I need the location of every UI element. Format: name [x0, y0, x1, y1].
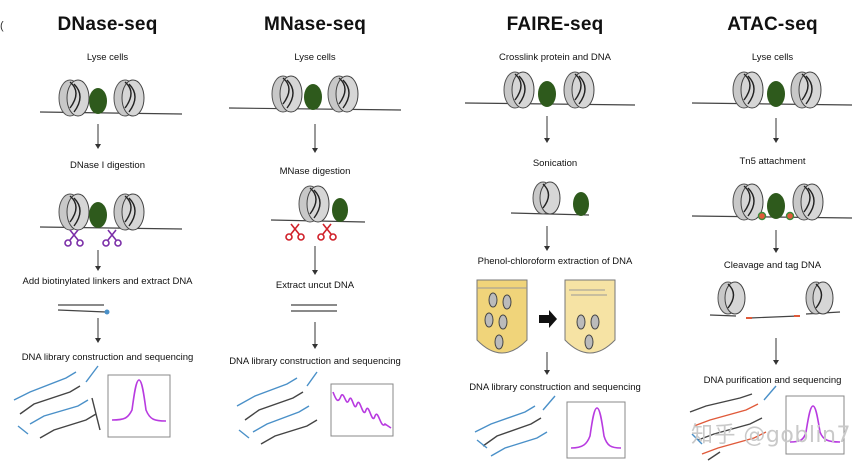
step-label: Lyse cells — [86, 52, 129, 63]
panel-faire-seq: FAIRE-seq Crosslink protein and DNA Soni… — [455, 0, 655, 471]
arrow-head-icon — [312, 344, 318, 349]
dna-strand — [39, 111, 183, 115]
arrow-head-icon — [773, 138, 779, 143]
protein-icon — [538, 81, 556, 107]
watermark: 知乎 @goblin7 — [690, 423, 851, 448]
step-label: Crosslink protein and DNA — [499, 52, 611, 63]
atac-illustration — [689, 71, 853, 461]
nucleosome-icon — [58, 193, 90, 231]
step-label: DNA library construction and sequencing — [469, 382, 641, 393]
step-label: DNase I digestion — [70, 160, 145, 171]
cleaved-dna-icon — [709, 281, 841, 319]
extracted-dna-icon — [57, 304, 110, 315]
protein-icon — [332, 198, 348, 222]
protein-icon — [767, 81, 785, 107]
sequencing-reads-icon — [474, 395, 556, 457]
faire-illustration — [464, 71, 636, 459]
signal-plot-icon — [566, 401, 626, 459]
arrow-head-icon — [773, 248, 779, 253]
scissors-icon — [317, 223, 337, 241]
nucleosome-icon — [790, 71, 822, 109]
signal-plot-icon — [785, 395, 845, 455]
scissors-icon — [285, 223, 305, 241]
arrow-head-icon — [95, 144, 101, 149]
step-label: Add biotinylated linkers and extract DNA — [22, 276, 193, 287]
nucleosome-icon — [298, 185, 330, 223]
arrow-head-icon — [95, 338, 101, 343]
protein-icon — [89, 202, 107, 228]
mnase-illustration — [228, 75, 402, 445]
signal-plot-icon — [107, 374, 171, 438]
arrow-head-icon — [544, 246, 550, 251]
arrow-head-icon — [312, 148, 318, 153]
panel-dnase-seq: DNase-seq Lyse cells DNase I digestion A… — [0, 0, 215, 471]
step-label: Lyse cells — [751, 52, 794, 63]
nucleosome-icon — [271, 75, 303, 113]
nucleosome-icon — [563, 71, 595, 109]
nucleosome-icon — [532, 181, 561, 215]
step-label: Tn5 attachment — [739, 156, 806, 167]
arrow-right-icon — [539, 310, 557, 328]
panel-title: DNase-seq — [57, 14, 158, 35]
signal-plot-icon — [330, 383, 394, 437]
panel-atac-seq: ATAC-seq Lyse cells Tn5 attachment Cleav… — [680, 0, 865, 471]
step-label: Sonication — [532, 158, 578, 169]
panel-title: ATAC-seq — [727, 14, 818, 35]
dna-strand — [39, 226, 183, 230]
extraction-tube-icon — [476, 279, 528, 354]
tn5-transposase-icon — [757, 211, 795, 221]
step-label: Phenol-chloroform extraction of DNA — [477, 256, 633, 267]
arrow-head-icon — [773, 360, 779, 365]
sequencing-reads-icon — [689, 385, 777, 461]
protein-icon — [767, 193, 785, 219]
nucleosome-icon — [113, 193, 145, 231]
step-label: DNA purification and sequencing — [703, 375, 842, 386]
nucleosome-icon — [732, 183, 764, 221]
dnase-illustration — [13, 79, 183, 439]
arrow-head-icon — [312, 270, 318, 275]
sequencing-reads-icon — [13, 365, 101, 439]
step-label: DNA library construction and sequencing — [21, 352, 194, 363]
protein-icon — [304, 84, 322, 110]
step-label: Cleavage and tag DNA — [723, 260, 822, 271]
panel-title: FAIRE-seq — [506, 14, 604, 35]
sequencing-reads-icon — [236, 371, 318, 445]
step-label: MNase digestion — [279, 166, 351, 177]
scissors-icon — [102, 229, 122, 247]
nucleosome-icon — [58, 79, 90, 117]
protein-icon — [573, 192, 589, 216]
edge-mark: ( — [0, 20, 4, 32]
extraction-tube-icon — [564, 279, 616, 354]
arrow-head-icon — [544, 370, 550, 375]
panel-title: MNase-seq — [263, 14, 367, 35]
nucleosome-icon — [503, 71, 535, 109]
arrow-head-icon — [544, 138, 550, 143]
nucleosome-icon — [113, 79, 145, 117]
protein-icon — [89, 88, 107, 114]
step-label: DNA library construction and sequencing — [229, 356, 401, 367]
nucleosome-icon — [732, 71, 764, 109]
nucleosome-icon — [792, 183, 824, 221]
panel-mnase-seq: MNase-seq Lyse cells MNase digestion Ext… — [215, 0, 415, 471]
arrow-head-icon — [95, 266, 101, 271]
scissors-icon — [64, 229, 84, 247]
step-label: Lyse cells — [294, 52, 336, 63]
uncut-dna-icon — [291, 304, 337, 312]
nucleosome-icon — [327, 75, 359, 113]
step-label: Extract uncut DNA — [275, 280, 355, 291]
